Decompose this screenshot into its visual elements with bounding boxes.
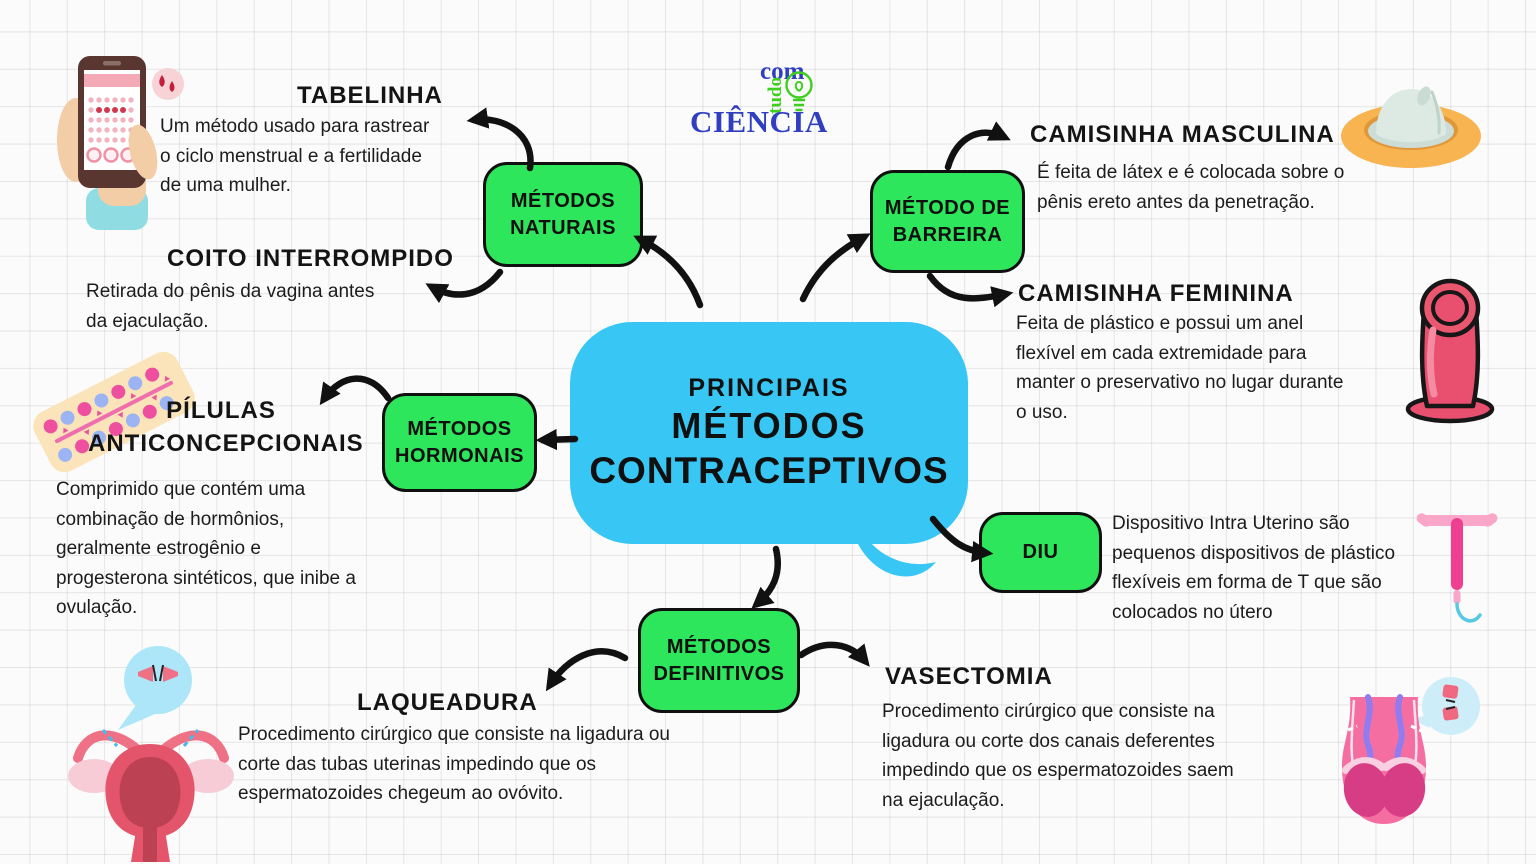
- node-metodos-naturais: MÉTODOS NATURAIS: [483, 162, 643, 267]
- desc-camisinha-feminina: Feita de plástico e possui um anel flexí…: [1016, 313, 1344, 423]
- title-coito-interrompido: COITO INTERROMPIDO: [167, 245, 454, 272]
- iud-icon: [1416, 513, 1498, 623]
- title-laqueadura: LAQUEADURA: [357, 689, 538, 716]
- title-camisinha-masculina: CAMISINHA MASCULINA: [1030, 121, 1335, 148]
- bubble-tail: [856, 528, 936, 577]
- phone-calendar-icon: [57, 56, 184, 230]
- node-metodos-hormonais: MÉTODOS HORMONAIS: [382, 393, 537, 492]
- title-tabelinha: TABELINHA: [297, 82, 443, 109]
- title-camisinha-feminina: CAMISINHA FEMININA: [1018, 280, 1294, 307]
- central-topic-line1: PRINCIPAIS: [688, 374, 850, 402]
- arrow-definitivos-to-vasectomia: [797, 641, 870, 667]
- male-condom-icon: [1341, 86, 1481, 168]
- logo-wordmark: CIÊNCIA: [690, 104, 828, 139]
- desc-tabelinha: Um método usado para rastrear o ciclo me…: [160, 116, 430, 196]
- arrow-bubble-to-definitivos: [751, 545, 781, 609]
- arrow-barreira-to-feminina: [926, 272, 1014, 308]
- node-metodo-de-barreira: MÉTODO DE BARREIRA: [870, 170, 1025, 273]
- desc-laqueadura: Procedimento cirúrgico que consiste na l…: [238, 724, 670, 804]
- desc-vasectomia: Procedimento cirúrgico que consiste na l…: [882, 701, 1234, 811]
- arrow-bubble-to-barreira: [799, 233, 871, 303]
- desc-diu: Dispositivo Intra Uterino são pequenos d…: [1112, 513, 1396, 623]
- arrow-barreira-to-masculina: [944, 121, 1011, 171]
- title-vasectomia: VASECTOMIA: [885, 663, 1053, 690]
- testicles-icon: [1339, 677, 1480, 824]
- desc-pilulas-anticoncepcionais: Comprimido que contém uma combinação de …: [56, 479, 356, 618]
- central-topic-line2: MÉTODOS: [671, 405, 867, 446]
- arrow-bubble-to-naturais: [633, 235, 704, 309]
- pill-blister-icon: [33, 351, 195, 473]
- arrow-definitivos-to-laqueadura: [545, 648, 629, 692]
- desc-camisinha-masculina: É feita de látex e é colocada sobre o pê…: [1037, 162, 1345, 213]
- desc-coito-interrompido: Retirada do pênis da vagina antes da eja…: [86, 281, 375, 332]
- central-topic-bubble: PRINCIPAIS MÉTODOS CONTRACEPTIVOS: [570, 322, 968, 544]
- female-condom-icon: [1405, 278, 1495, 424]
- uterus-icon: [68, 646, 234, 862]
- central-topic-line3: CONTRACEPTIVOS: [589, 450, 949, 491]
- node-diu: DIU: [979, 512, 1102, 593]
- title-pilulas-anticoncepcionais: PÍLULAS ANTICONCEPCIONAIS: [88, 397, 364, 457]
- node-metodos-definitivos: MÉTODOS DEFINITIVOS: [638, 608, 800, 713]
- lightbulb-icon: [785, 71, 813, 112]
